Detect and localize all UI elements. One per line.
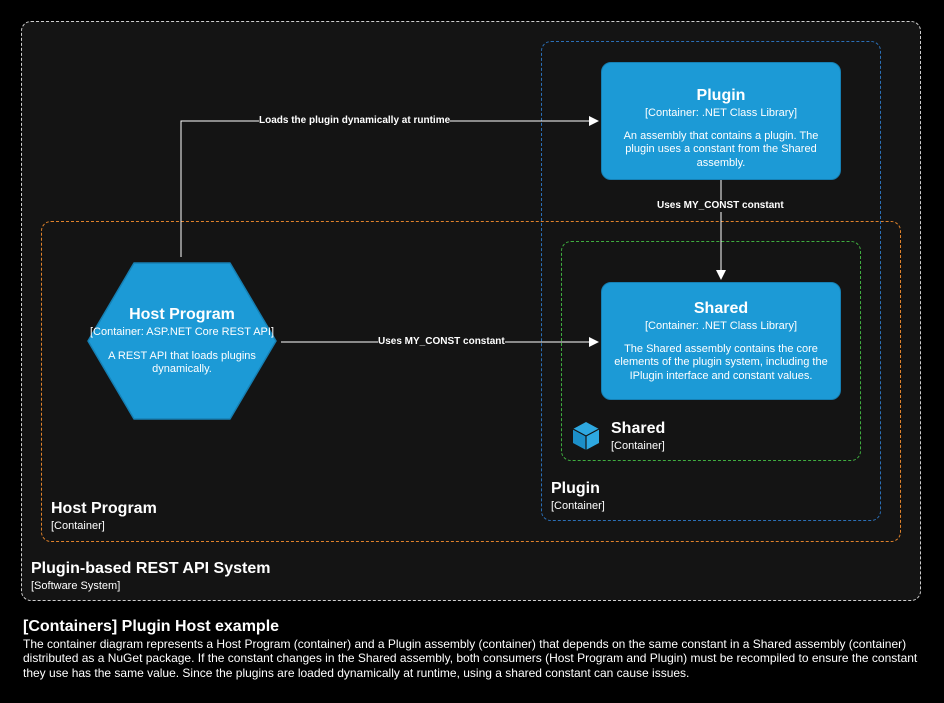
- container-cube-icon: [572, 422, 600, 450]
- shared-description: The Shared assembly contains the core el…: [614, 343, 828, 382]
- plugin-boundary-label: Plugin [Container]: [551, 480, 605, 513]
- edge-host-to-plugin: [180, 116, 599, 257]
- shared-boundary: [561, 241, 861, 461]
- diagram-title: [Containers] Plugin Host example: [23, 618, 280, 635]
- host-program-boundary-type: [Container]: [51, 520, 105, 533]
- plugin-boundary: [541, 41, 881, 521]
- edge-label-plugin-to-shared: Uses MY_CONST constant: [657, 200, 784, 212]
- edge-label-host-to-shared: Uses MY_CONST constant: [378, 336, 505, 348]
- shared-boundary-label: Shared [Container]: [611, 420, 665, 453]
- host-program-type: [Container: ASP.NET Core REST API]: [89, 326, 275, 338]
- plugin-node[interactable]: Plugin [Container: .NET Class Library] A…: [601, 62, 841, 180]
- host-program-title: Host Program: [129, 306, 235, 323]
- plugin-boundary-type: [Container]: [551, 500, 605, 513]
- plugin-boundary-name: Plugin: [551, 480, 600, 497]
- edge-label-host-to-plugin: Loads the plugin dynamically at runtime: [259, 115, 451, 127]
- host-program-boundary-name: Host Program: [51, 500, 157, 517]
- shared-type: [Container: .NET Class Library]: [644, 320, 798, 332]
- software-system-type: [Software System]: [31, 580, 121, 593]
- diagram-description: The container diagram represents a Host …: [23, 637, 918, 680]
- software-system-name: Plugin-based REST API System: [31, 560, 271, 577]
- diagram-footer: [Containers] Plugin Host example The con…: [23, 618, 928, 680]
- plugin-description: An assembly that contains a plugin. The …: [623, 130, 819, 169]
- host-program-description: A REST API that loads plugins dynamicall…: [108, 350, 256, 376]
- plugin-type: [Container: .NET Class Library]: [644, 107, 798, 119]
- shared-title: Shared: [693, 300, 749, 317]
- host-program-boundary: [41, 221, 901, 542]
- host-program-node-text: Host Program [Container: ASP.NET Core RE…: [84, 306, 280, 377]
- shared-node[interactable]: Shared [Container: .NET Class Library] T…: [601, 282, 841, 400]
- plugin-title: Plugin: [696, 87, 746, 104]
- shared-boundary-type: [Container]: [611, 440, 665, 453]
- host-program-node[interactable]: [84, 257, 280, 425]
- shared-boundary-name: Shared: [611, 420, 666, 437]
- software-system-boundary-label: Plugin-based REST API System [Software S…: [31, 560, 270, 593]
- host-program-boundary-label: Host Program [Container]: [51, 500, 157, 533]
